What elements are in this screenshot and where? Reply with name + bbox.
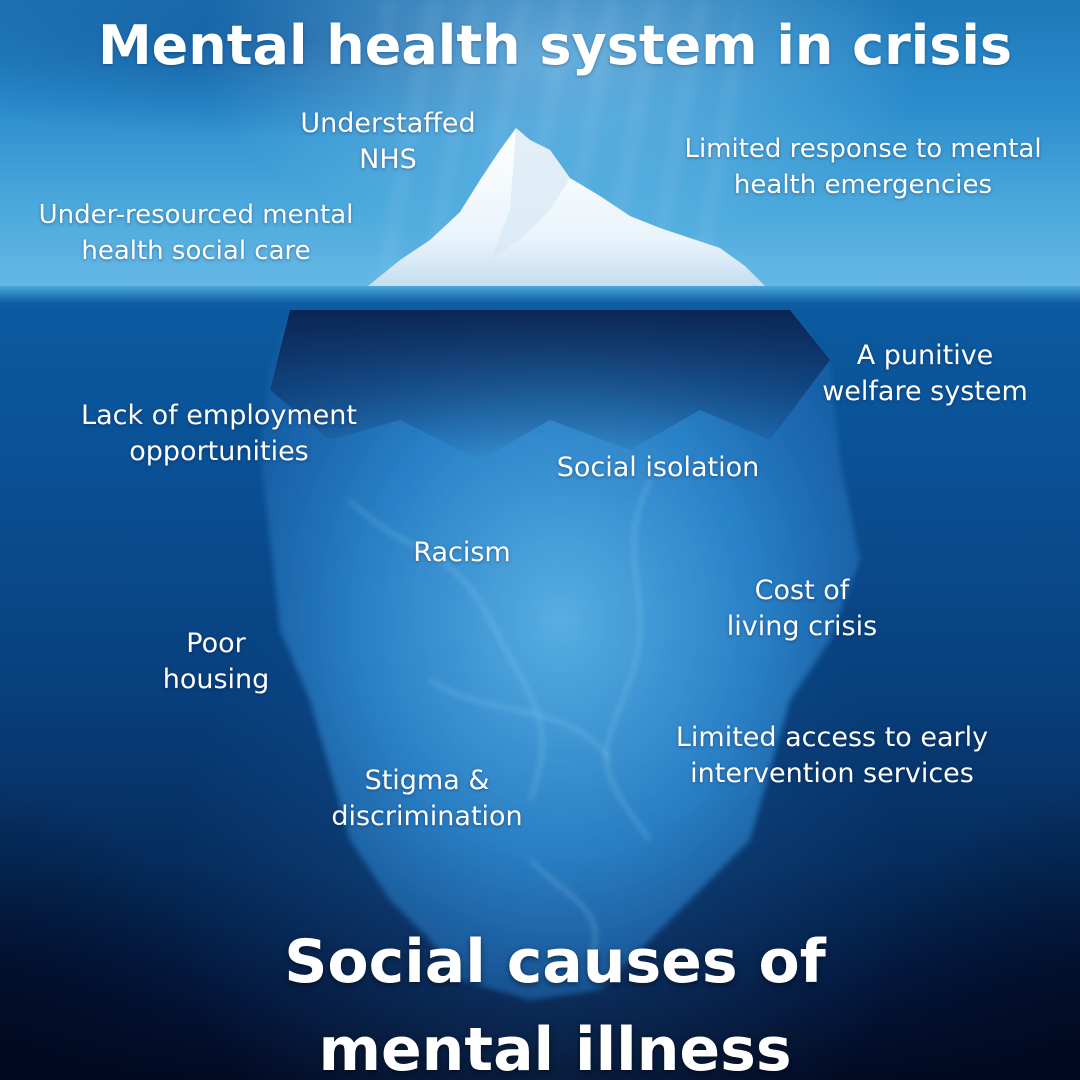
- iceberg-tip: [368, 128, 765, 286]
- label-social-isolation: Social isolation: [556, 452, 760, 483]
- label-poor-housing: Poor housing: [162, 628, 270, 695]
- page-title: Mental health system in crisis: [97, 14, 1013, 77]
- label-limited-response: Limited response to mental health emerge…: [684, 134, 1042, 200]
- label-early-intervention: Limited access to early intervention ser…: [675, 722, 989, 789]
- label-racism: Racism: [413, 537, 511, 568]
- label-under-resourced: Under-resourced mental health social car…: [38, 200, 354, 266]
- water-surface: [0, 286, 1080, 310]
- label-cost-of-living: Cost of living crisis: [726, 575, 878, 642]
- label-employment: Lack of employment opportunities: [81, 400, 357, 467]
- iceberg-submerged: [260, 310, 860, 1000]
- label-punitive-welfare: A punitive welfare system: [822, 340, 1028, 407]
- footer-heading: Social causes of mental illness: [284, 927, 826, 1080]
- label-stigma: Stigma & discrimination: [331, 765, 523, 832]
- label-understaffed-nhs: Understaffed NHS: [300, 108, 476, 175]
